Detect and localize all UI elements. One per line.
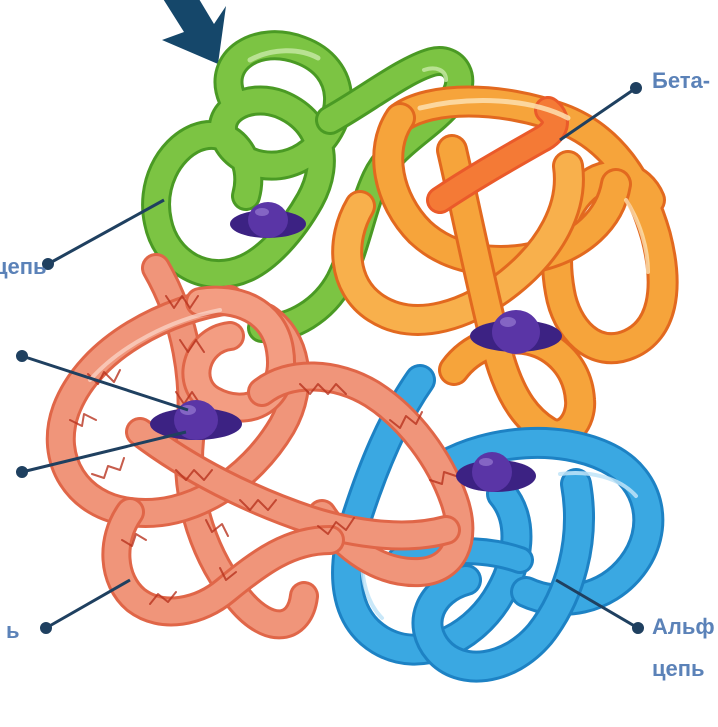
leader-line-beta-top: [559, 86, 637, 142]
leader-line-heme-left-2: [21, 430, 187, 474]
heme-group-orange: [470, 310, 562, 354]
heme-group-salmon: [150, 400, 242, 440]
label-chain-left-upper: цепь: [0, 254, 47, 279]
orange-beta-chain: [331, 85, 679, 451]
leader-line-left-lower: [45, 578, 131, 630]
green-beta-chain: [141, 30, 475, 344]
label-alpha-chain-line2: цепь: [652, 656, 705, 681]
leader-line-alpha: [555, 578, 639, 630]
blue-alpha-chain: [331, 364, 665, 683]
leader-lines: [16, 82, 644, 634]
label-alpha-chain-line1: Альф: [652, 614, 715, 639]
leader-line-left-upper: [47, 198, 165, 266]
heme-group-blue: [456, 452, 536, 492]
salmon-alpha-chain: [45, 253, 475, 640]
heme-group-green: [230, 202, 306, 238]
leader-line-heme-left-1: [21, 354, 189, 412]
label-beta-chain-top: Бета-: [652, 68, 711, 93]
pointer-arrow-icon: [162, 0, 226, 64]
label-chain-left-lower: ь: [6, 618, 20, 643]
